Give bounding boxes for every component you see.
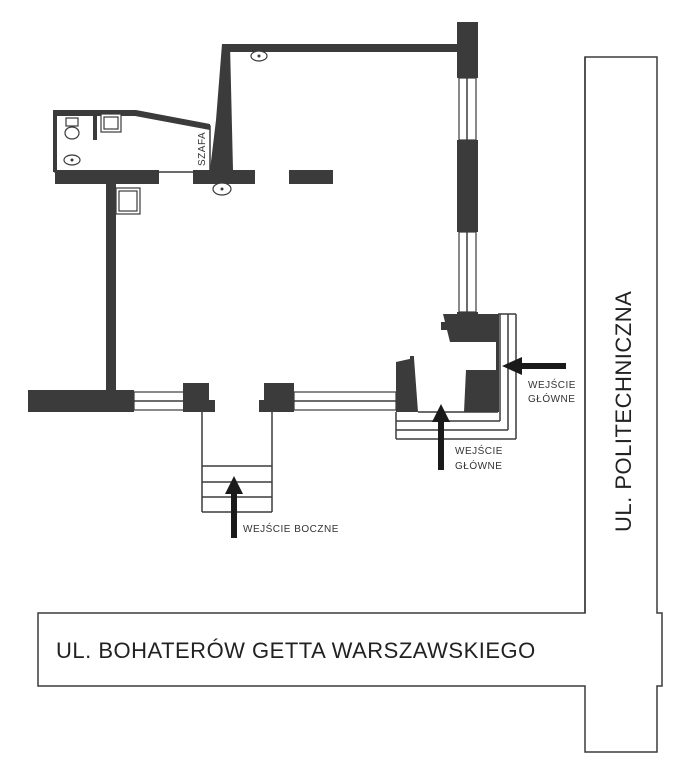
wall-door-left (183, 383, 209, 412)
sink-icon (63, 154, 81, 166)
wall-mid-center (193, 170, 255, 184)
wall-mid-left (55, 170, 159, 184)
main-entrance-bottom-label-1: WEJŚCIE (455, 444, 503, 457)
wall-right-top (457, 22, 478, 78)
wall-vestibule-bottom (464, 370, 498, 412)
sink-icon (212, 182, 232, 196)
wall-left (106, 184, 116, 392)
wall-mid-right (289, 170, 333, 184)
wall-door-stub-left (205, 400, 215, 412)
wall-slanted (210, 44, 233, 170)
wall-bottom-left (28, 390, 134, 412)
sink-icon (100, 113, 122, 133)
toilet-icon (64, 117, 80, 140)
wall-top (222, 44, 460, 52)
wall-door-right (264, 383, 294, 412)
arrow-up-icon (225, 476, 243, 538)
sink-icon (115, 187, 141, 215)
main-entrance-bottom-label-2: GŁÓWNE (455, 459, 502, 472)
wall-corner-block (396, 358, 418, 412)
main-entrance-right-label-1: WEJŚCIE (528, 378, 576, 391)
wall-wc-divider (93, 112, 97, 140)
door-hinge-top (441, 322, 447, 330)
arrow-up-icon (432, 404, 450, 470)
street-vertical-label: UL. POLITECHNICZNA (611, 291, 636, 532)
main-entrance-steps-right (498, 313, 517, 439)
door-hinge (410, 356, 414, 364)
side-entrance-label: WEJŚCIE BOCZNE (243, 522, 339, 535)
wall-vestibule-right (496, 314, 499, 412)
wall-wc-left (53, 110, 57, 172)
main-entrance-right-label-2: GŁÓWNE (528, 392, 575, 405)
wall-right-mid (457, 140, 478, 232)
wardrobe-label: SZAFA (197, 132, 208, 166)
arrow-left-icon (502, 357, 566, 375)
street-outline (37, 56, 663, 753)
main-entrance-steps-bottom (395, 412, 516, 440)
sink-icon (250, 50, 268, 62)
street-horizontal-label: UL. BOHATERÓW GETTA WARSZAWSKIEGO (56, 638, 536, 663)
wall-vestibule-top (443, 314, 498, 342)
